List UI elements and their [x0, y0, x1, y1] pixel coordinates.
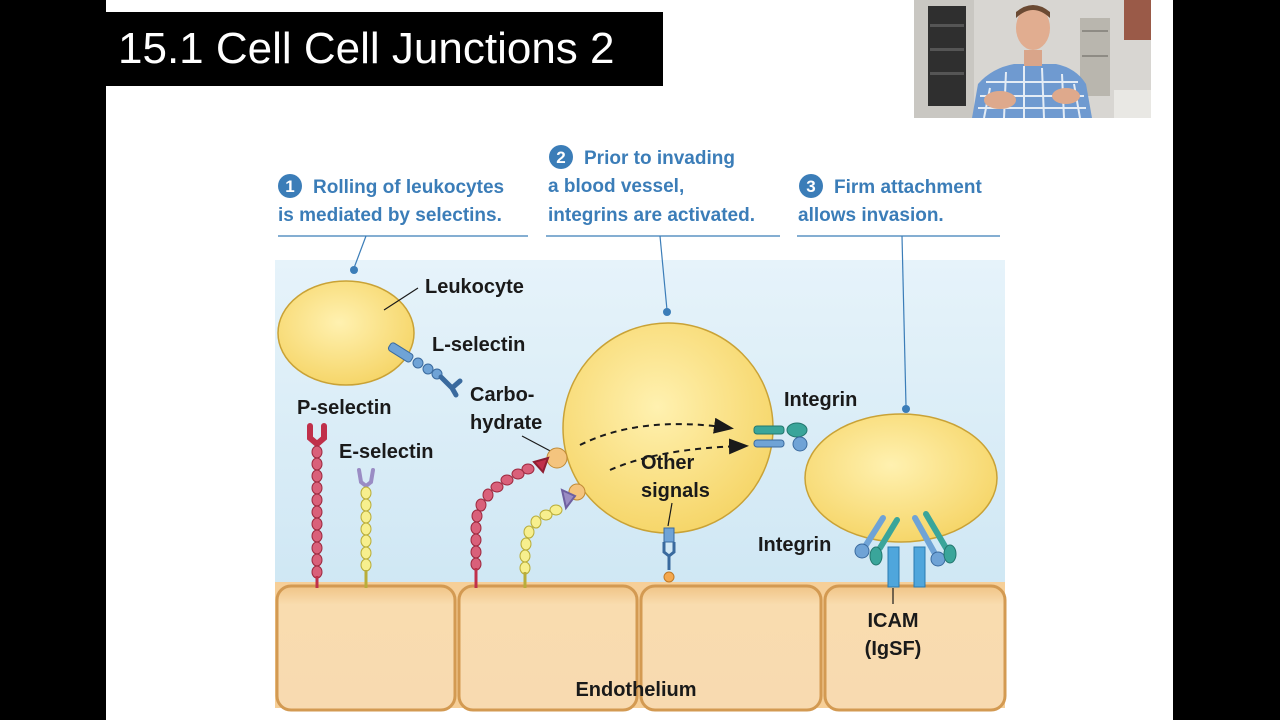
l-selectin-molecule [387, 342, 463, 398]
step-1-callout: 1 Rolling of leukocytes is mediated by s… [278, 174, 528, 274]
e-selectin-molecule [357, 468, 375, 588]
icam-molecules [887, 546, 926, 588]
signal-receptor [662, 527, 676, 583]
integrin-bound [854, 511, 957, 567]
label-icam-igsf: (IgSF) [865, 638, 922, 660]
step-2-badge [549, 145, 573, 169]
svg-text:Rolling of leukocytes: Rolling of leukocytes [313, 177, 504, 198]
leukocyte-cell [277, 280, 415, 386]
label-icam: ICAM [867, 610, 918, 632]
step-1-badge [278, 174, 302, 198]
endothelial-cell [457, 584, 639, 712]
label-carbohydrate-2: hydrate [470, 412, 542, 434]
slide-title: 15.1 Cell Cell Junctions 2 [118, 24, 615, 73]
svg-text:2: 2 [556, 148, 565, 167]
label-p-selectin: P-selectin [297, 397, 391, 419]
svg-text:Prior to invading: Prior to invading [584, 148, 735, 169]
endothelial-cell [639, 584, 823, 712]
leukocyte-cell-attached [804, 413, 998, 543]
endothelium-layer [275, 582, 1007, 712]
svg-text:a blood vessel,: a blood vessel, [548, 176, 684, 197]
step-3-badge [799, 174, 823, 198]
svg-text:1: 1 [285, 177, 294, 196]
label-carbohydrate-1: Carbo- [470, 384, 534, 406]
label-e-selectin: E-selectin [339, 441, 433, 463]
label-integrin-top: Integrin [784, 389, 857, 411]
svg-text:integrins are activated.: integrins are activated. [548, 205, 755, 226]
step-2-callout: 2 Prior to invading a blood vessel, inte… [546, 145, 780, 316]
p-selectin-bound [470, 456, 550, 588]
label-integrin-bottom: Integrin [758, 534, 831, 556]
e-selectin-bound [519, 488, 577, 588]
label-leukocyte: Leukocyte [425, 276, 524, 298]
signal-arrow [579, 417, 734, 446]
svg-text:3: 3 [806, 177, 815, 196]
integrin-activated [753, 422, 808, 452]
label-other-signals-1: Other [641, 452, 695, 474]
endothelial-cell [275, 584, 457, 712]
label-l-selectin: L-selectin [432, 334, 525, 356]
label-other-signals-2: signals [641, 480, 710, 502]
signal-arrow [609, 438, 749, 471]
title-bar: 15.1 Cell Cell Junctions 2 [106, 12, 663, 86]
svg-text:allows invasion.: allows invasion. [798, 205, 944, 226]
p-selectin-molecule [307, 423, 327, 588]
presenter-webcam [914, 0, 1151, 118]
label-endothelium: Endothelium [575, 679, 696, 701]
svg-text:Firm attachment: Firm attachment [834, 177, 982, 198]
svg-text:is mediated by selectins.: is mediated by selectins. [278, 205, 502, 226]
step-3-callout: 3 Firm attachment allows invasion. [797, 174, 1000, 413]
